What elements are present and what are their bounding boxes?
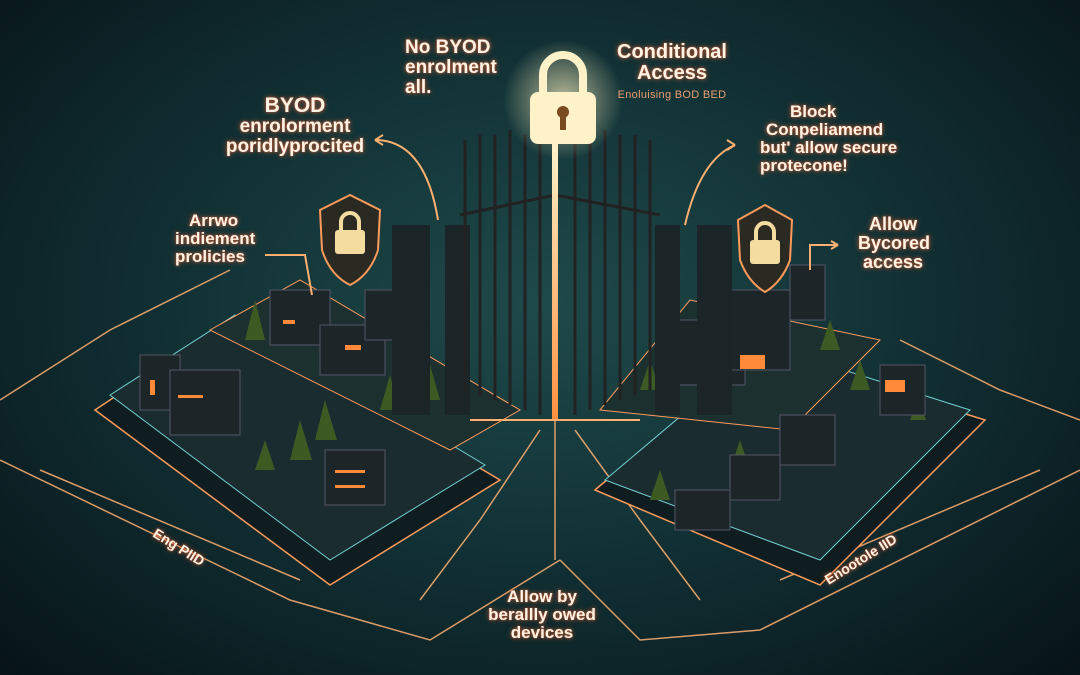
label-conditional-access: Conditional Access Enoluising BOD BED (612, 42, 732, 102)
label-line: indiement (175, 228, 256, 248)
shield-icon-left (318, 193, 382, 287)
padlock-icon (503, 40, 623, 160)
label-line: No BYOD (405, 37, 491, 58)
label-line: Allow by (507, 587, 577, 606)
gate (392, 130, 732, 415)
label-block: Block Conpeliamend but' allow secure pro… (760, 103, 897, 174)
label-line: prolicies (175, 246, 245, 266)
label-line: Allow (869, 214, 917, 234)
label-line: berallly owed (488, 604, 596, 624)
label-line: poridlyprocited (225, 135, 365, 157)
label-line: Block (790, 102, 837, 121)
label-line: Bycored (858, 232, 931, 253)
building-lights (150, 320, 905, 488)
label-arrwo-policies: Arrwo indiement prolicies (175, 212, 255, 266)
light-beam (552, 130, 558, 420)
label-line: enrolorment (239, 116, 351, 138)
label-byod-enrolment: BYOD enrolorment poridlyprocited (215, 94, 375, 157)
label-line: Conpeliamend (766, 119, 884, 139)
label-line: access (862, 251, 924, 272)
label-subtitle: Enoluising BOD BED (617, 89, 727, 101)
label-line: protecone! (760, 155, 848, 175)
label-line: but' allow secure (760, 137, 898, 157)
label-no-byod: No BYOD enrolment all. (405, 38, 497, 98)
label-line: enrolment (405, 56, 497, 78)
circuit-lines (0, 269, 1080, 641)
arrows (265, 134, 839, 296)
label-allow-by-devices: Allow by berallly owed devices (482, 588, 602, 642)
label-line: Conditional (617, 41, 727, 63)
shield-icon-right (736, 203, 794, 294)
label-line: devices (510, 622, 574, 642)
label-line: Access (636, 62, 708, 84)
label-line: Arrwo (189, 211, 239, 230)
label-allow-bycored: Allow Bycored access (858, 214, 931, 272)
label-line: all. (405, 76, 432, 98)
label-line: BYOD (264, 94, 326, 117)
